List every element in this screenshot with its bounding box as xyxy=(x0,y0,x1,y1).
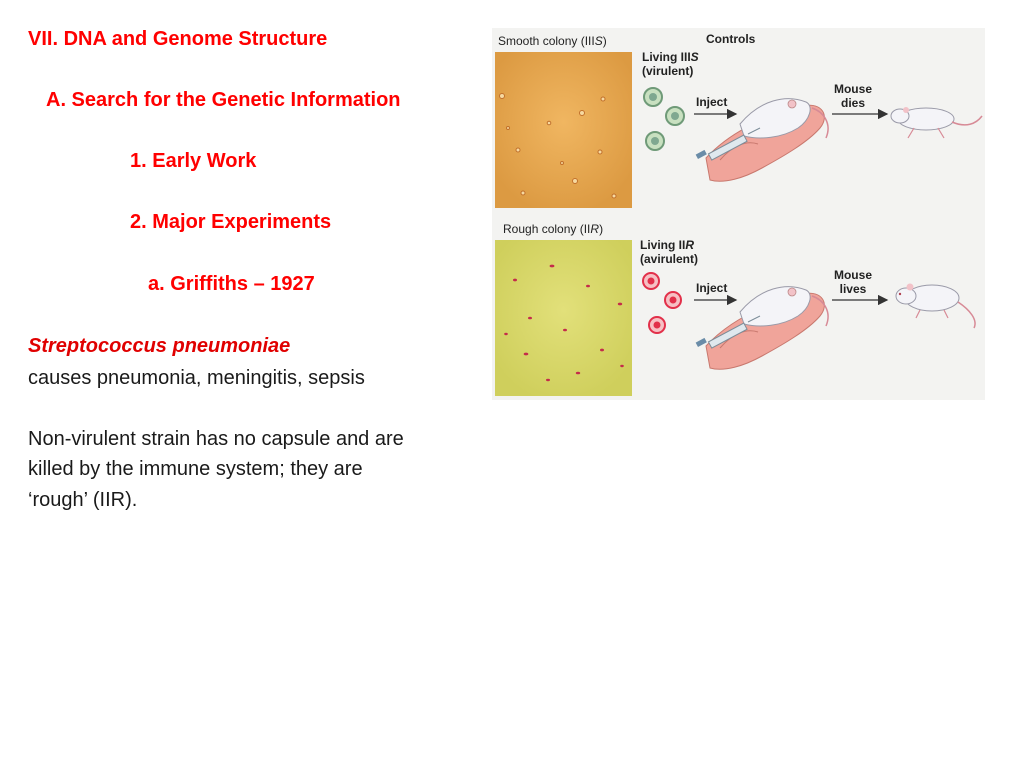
slide-heading: VII. DNA and Genome Structure xyxy=(28,28,328,50)
living-r-label: Living IIR xyxy=(640,238,694,252)
paragraph-line: Non-virulent strain has no capsule and a… xyxy=(28,428,404,450)
causes-text: causes pneumonia, meningitis, sepsis xyxy=(28,367,365,389)
dead-mouse-icon xyxy=(890,107,983,139)
rough-colony-label: Rough colony (IIR) xyxy=(503,222,603,236)
controls-label: Controls xyxy=(706,32,756,46)
living-s-cells xyxy=(643,87,685,151)
living-s-label: Living IIIS xyxy=(642,50,699,64)
organism-name: Streptococcus pneumoniae xyxy=(28,335,291,357)
living-r-cells xyxy=(642,272,682,334)
smooth-colony-label: Smooth colony (IIIS) xyxy=(498,34,607,48)
griffith-controls-figure: Smooth colony (IIIS) Controls Living III… xyxy=(492,28,985,400)
rough-colony-plate xyxy=(495,240,632,396)
hand-syringe-mouse-icon xyxy=(695,98,829,182)
smooth-colonies xyxy=(499,93,617,199)
virulent-label: (virulent) xyxy=(642,64,693,78)
list-item-griffiths: a. Griffiths – 1927 xyxy=(148,273,315,295)
paragraph-line: killed by the immune system; they are xyxy=(28,458,363,480)
hand-syringe-mouse-icon xyxy=(695,286,829,370)
list-item-early-work: 1. Early Work xyxy=(130,150,257,172)
list-item-major-experiments: 2. Major Experiments xyxy=(130,211,332,233)
slide-subheading: A. Search for the Genetic Information xyxy=(46,89,401,111)
inject-label: Inject xyxy=(696,281,727,295)
live-mouse-icon xyxy=(895,283,976,329)
smooth-colony-plate xyxy=(495,52,632,208)
inject-label: Inject xyxy=(696,95,727,109)
paragraph-line: ‘rough’ (IIR). xyxy=(28,489,138,511)
avirulent-label: (avirulent) xyxy=(640,252,698,266)
rough-colonies xyxy=(504,264,624,382)
